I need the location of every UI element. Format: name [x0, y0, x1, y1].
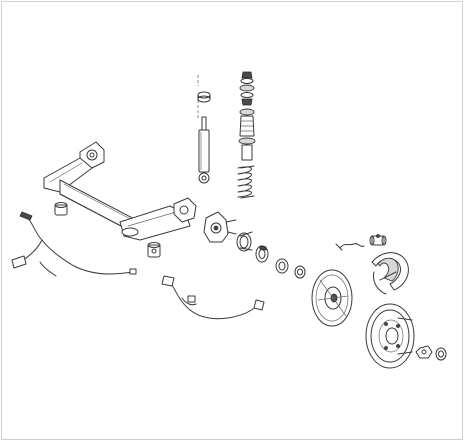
- wheel-hub-carrier-icon: [203, 211, 237, 243]
- shock-absorber-icon: [197, 75, 211, 184]
- abs-sensor-cable-icon: [11, 211, 265, 320]
- rear-axle-beam-icon: [43, 141, 197, 241]
- axle-bushing-icon: [54, 202, 161, 258]
- wheel-cylinder-icon: [369, 234, 387, 246]
- coil-spring-icon: [237, 165, 255, 199]
- brake-drum-icon: [311, 269, 415, 369]
- shock-absorber-mount-icon: [239, 71, 255, 106]
- brake-shoe-set-icon: [335, 243, 409, 295]
- strut-boot-icon: [238, 108, 256, 161]
- wheel-bearing-icon: [236, 231, 306, 279]
- axle-nut-icon: [415, 345, 447, 361]
